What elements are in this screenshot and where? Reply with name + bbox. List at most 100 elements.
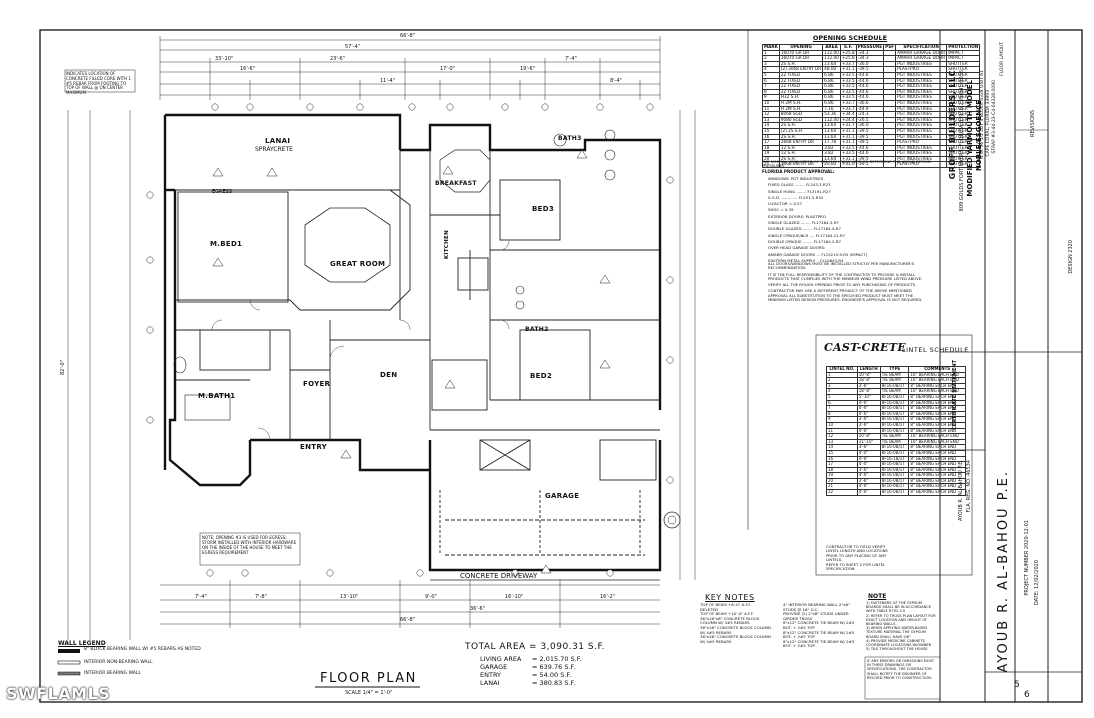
room-bath3: BATH3 <box>558 135 582 142</box>
area-row-label: ENTRY <box>480 671 502 679</box>
opening-cell: H32 S.H. <box>778 94 824 101</box>
lintel-cell: 3'-6" <box>856 382 881 390</box>
engineer-short: AYOUB R. AL-BAHOU P.E. <box>958 460 964 522</box>
lintel-cell: 22 <box>826 489 858 496</box>
wall-legend-item-2: INTERIOR NON-BEARING WALL <box>84 660 153 665</box>
dim-top-8: 11'-4" <box>380 78 396 84</box>
key-notes-list: TOP OF BEAM +8'-0" A.F.F. DELETED TOP OF… <box>700 602 860 649</box>
opening-cell: -36.0 <box>855 122 885 129</box>
opening-cell: 2Z FIXED <box>778 88 824 96</box>
notes-disclaimer: IF ANY ERRORS OR OMISSIONS EXIST IN THES… <box>867 659 935 680</box>
room-den: DEN <box>380 371 398 379</box>
opening-cell: SHUTTER <box>946 99 981 107</box>
key-note-item: 36"x16" CONCRETE BLOCK COLUMN W/ 4#5 REB… <box>700 634 771 644</box>
note-item: 4) PROVIDE MEDICINE CABINETS COORDINATE … <box>866 638 932 648</box>
company-address: 809 GOLDS FORT MYERS, FLORIDA 33916 239-… <box>959 70 965 212</box>
lintel-cell: 4'-6" <box>856 405 881 412</box>
key-note-item: 8"x12" CONCRETE TIE BEAM W/ 2#5 BOT. + 2… <box>783 638 855 649</box>
opening-schedule-title: OPENING SCHEDULE <box>812 34 888 42</box>
drawing-date: DATE: 12/02/2020 <box>1034 560 1040 606</box>
dim-top-9: 8'-4" <box>610 78 622 84</box>
room-bath2: BATH2 <box>525 326 549 333</box>
lintel-cell: 8" BEARING EACH END <box>908 382 966 390</box>
strap-number: STRAP #3-44-23-C4-04328.0090 <box>992 80 997 154</box>
total-area-value: 3,090.31 S.F. <box>540 642 606 652</box>
room-garage: GARAGE <box>545 492 580 500</box>
key-note-item: 4" INTERIOR BEARING WALL 2"x6" STUDS @ 1… <box>783 602 850 612</box>
approval-item: FIXED GLASS ........ FL243.3-R23 <box>768 182 831 188</box>
lintel-cell: 8" BEARING EACH END <box>908 421 966 429</box>
license-number: FLA. REG. NO. 46534 <box>966 460 972 513</box>
egress-label: EGRESS <box>212 189 233 195</box>
opening-cell: -44.9 <box>855 105 885 113</box>
approval-item: OVER HEAD GARAGE DOORS: <box>768 245 826 251</box>
note-item: 3) WHEN APPLYING WATER-BASED TEXTURE MAT… <box>866 626 928 639</box>
opening-header-cell: PSF <box>883 44 897 51</box>
lintel-cell: 5'-10" <box>856 394 881 401</box>
dim-top-3: 23'-6" <box>330 56 346 62</box>
area-row: GARAGE= 639.76 S.F. <box>480 663 576 671</box>
lintel-header-cell: COMMENTS <box>908 366 966 373</box>
approval-item: SINGLE OPAQUE/6LR .... FL17164.21-R7 <box>768 232 846 238</box>
lintel-cell: 4'-6" <box>856 427 881 435</box>
lintel-cell: 10'-8" <box>856 371 881 379</box>
city: CAPE CORAL, FLORIDA 33993 <box>986 90 991 157</box>
lintel-cell: 4'-6" <box>856 489 881 496</box>
approval-item: U-FACTOR = 0.57 <box>768 201 802 207</box>
opening-cell: SHUTTER <box>946 60 981 68</box>
lintel-cell: 8" BEARING EACH END <box>908 399 966 407</box>
company-name: GROFF BUILDERS, LLC <box>948 70 957 180</box>
opening-cell: -39.5 <box>855 161 885 169</box>
lintel-cell: 3'-6" <box>856 466 881 474</box>
key-note-item: 36"x16"x8" CONCRETE BLOCK COLUMN W/ 3#5 … <box>700 615 760 626</box>
mls-watermark: SWFLAMLS <box>6 684 111 703</box>
lintel-cell: 18'-8" <box>856 377 881 384</box>
lintel-header-cell: LENGTH <box>856 366 881 373</box>
key-note-item: DELETED <box>700 606 718 612</box>
opening-cell: -39.5 <box>855 66 885 73</box>
room-driveway: CONCRETE DRIVEWAY <box>460 572 538 580</box>
area-row-label: LIVING AREA <box>480 655 522 663</box>
approval-item: SINGLE HUNG ........ FL3191-R27 <box>768 188 831 194</box>
area-row: LANAI= 380.83 S.F. <box>480 679 576 687</box>
dim-bottom-1: 7'-4" <box>195 594 207 600</box>
opening-cell: 3068 ENTRY DR <box>778 161 824 169</box>
lintel-cell: 4'-6" <box>856 455 881 463</box>
contractor-notes: ALL DOORS/WINDOWS MUST BE INSTALLED STRI… <box>768 261 928 304</box>
opening-cell: SHUTTER <box>946 116 981 124</box>
room-lanai-note: SPRAYCRETE <box>255 146 293 153</box>
lintel-cell: 8" BEARING EACH END <box>908 489 966 496</box>
area-row-value: 380.83 S.F. <box>539 679 576 687</box>
lintel-cell: 10'-8" <box>856 433 881 440</box>
opening-cell: 2Z FIXED <box>778 72 824 79</box>
room-breakfast: BREAKFAST <box>435 180 477 187</box>
dim-top-6: 7'-4" <box>565 56 577 62</box>
area-row: LIVING AREA= 2,015.70 S.F. <box>480 655 582 663</box>
opening-cell: SHUTTER <box>946 83 981 90</box>
room-foyer: FOYER <box>303 380 331 388</box>
lintel-cell: 11'-10" <box>856 438 881 446</box>
approval-item: DOUBLE OPAQUE ........ FL17164.2-R7 <box>768 238 842 244</box>
total-area-title: TOTAL AREA <box>465 642 526 652</box>
